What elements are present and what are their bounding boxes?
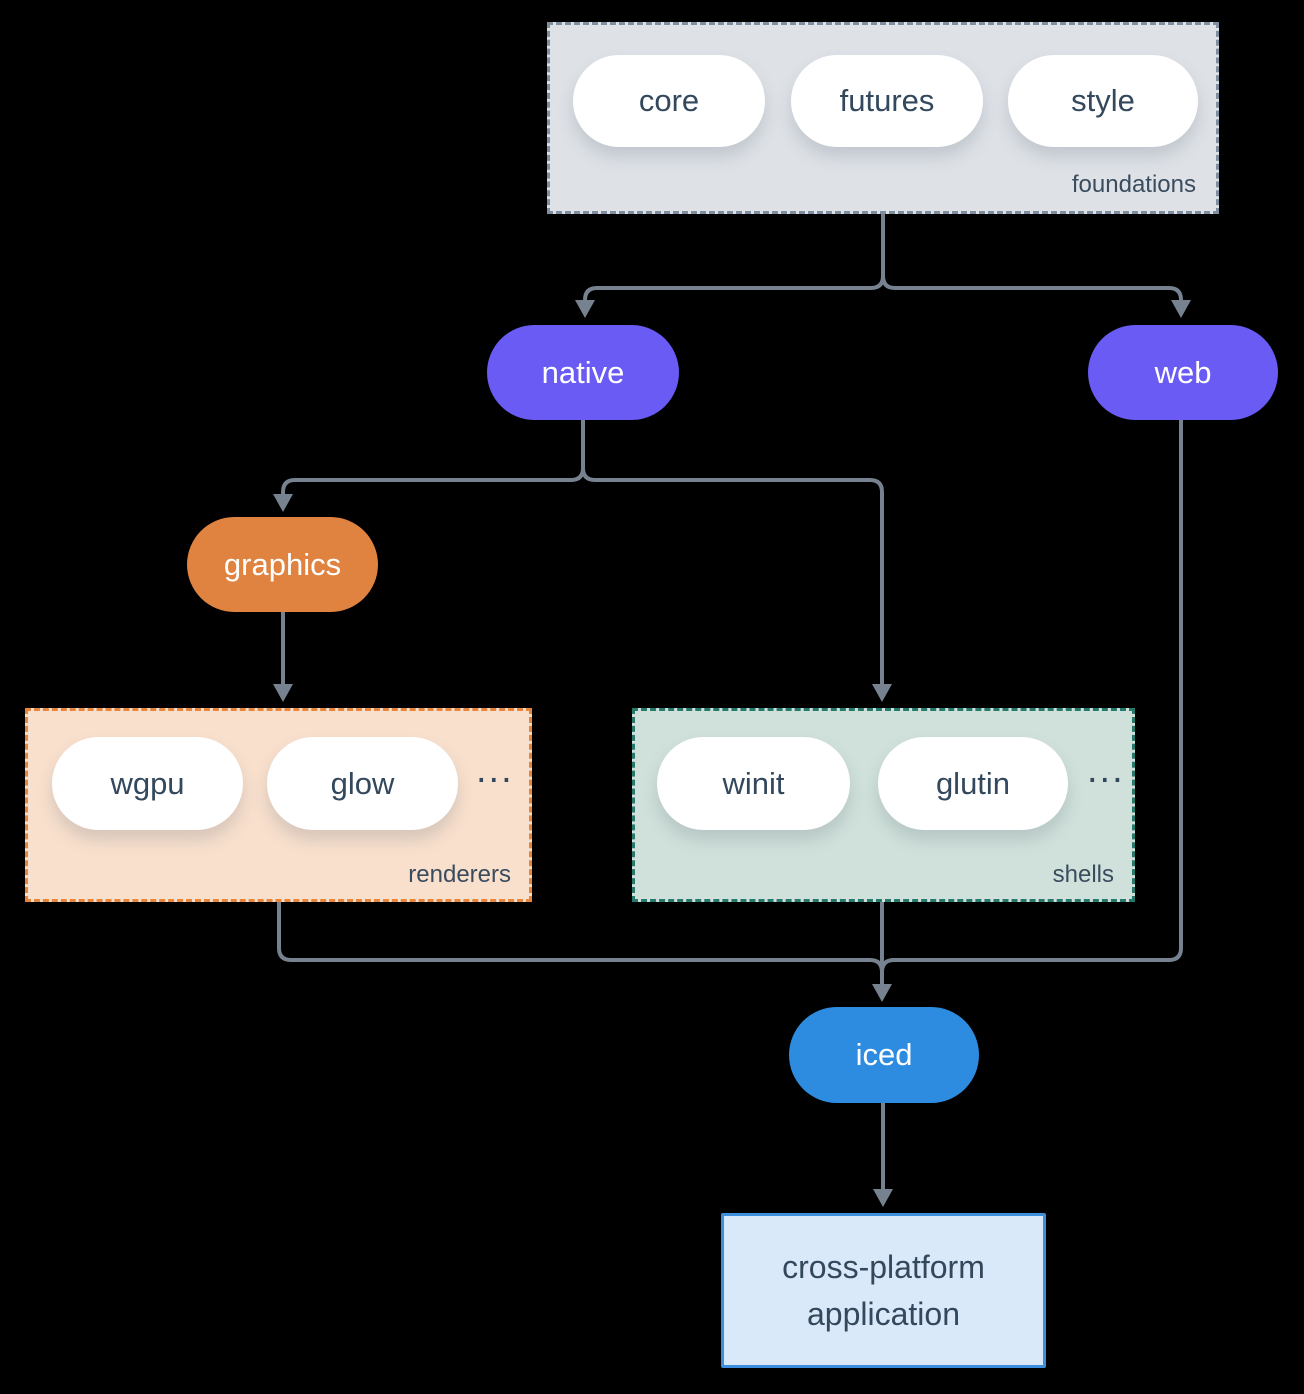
shells-ellipsis: ... [1087,749,1125,791]
edge-native-graphics [281,420,585,497]
node-native: native [487,325,679,420]
group-foundations-label: foundations [1071,171,1196,198]
arrowhead-renderers [273,684,293,702]
arrowhead-graphics [273,494,293,512]
node-iced: iced [789,1007,979,1103]
group-shells: winit glutin ... shells [632,708,1135,902]
node-style: style [1008,55,1198,147]
group-renderers-label: renderers [408,861,511,888]
edge-foundations-web [881,213,1183,303]
arrowhead-iced [872,984,892,1002]
node-glutin: glutin [878,737,1068,830]
node-application-line2: application [807,1295,960,1332]
node-winit: winit [657,737,850,830]
node-web: web [1088,325,1278,420]
edge-native-shells [581,467,884,687]
node-wgpu: wgpu [52,737,243,830]
edge-renderers-iced [277,902,884,987]
node-core: core [573,55,765,147]
node-graphics: graphics [187,517,378,612]
arrowhead-native [575,300,595,318]
arrowhead-web [1171,300,1191,318]
node-application: cross-platform application [721,1213,1046,1368]
group-foundations: core futures style foundations [547,22,1219,214]
edge-foundations-native [583,213,885,303]
group-shells-label: shells [1052,861,1114,888]
arrowhead-application [873,1189,893,1207]
group-renderers: wgpu glow ... renderers [25,708,532,902]
renderers-ellipsis: ... [476,749,514,791]
arrowhead-shells [872,684,892,702]
node-glow: glow [267,737,458,830]
node-futures: futures [791,55,983,147]
node-application-line1: cross-platform [782,1248,985,1285]
